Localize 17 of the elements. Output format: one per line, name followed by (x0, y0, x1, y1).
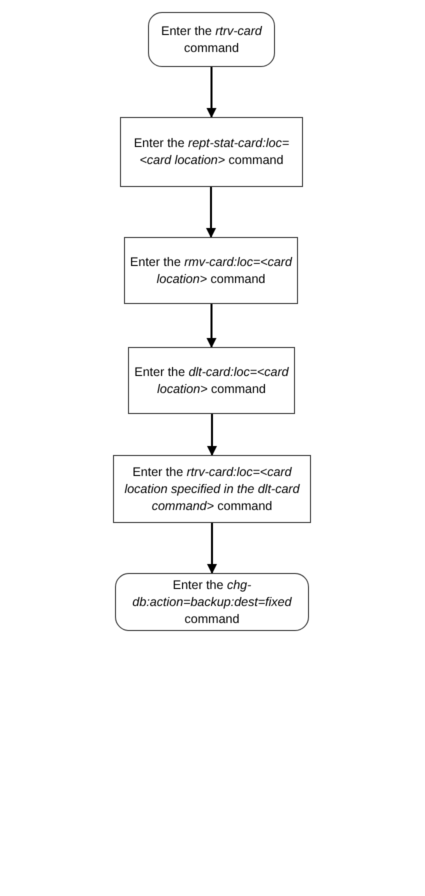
terminal-box (115, 573, 309, 631)
arrow (207, 523, 217, 574)
process-box (124, 237, 298, 304)
step-text: Enter the chg-db:action=backup:dest=fixed command (131, 576, 293, 628)
process-box (128, 347, 295, 414)
process-box (120, 117, 303, 187)
step-text: Enter the rtrv-card:loc=<card location specified in the dlt-card command> command (123, 464, 301, 514)
step-text: Enter the rmv-card:loc=<card location> command (129, 254, 293, 288)
terminal-box (148, 12, 275, 67)
arrow (206, 67, 216, 118)
step-text: Enter the rept-stat-card:loc=<card location> command (132, 135, 290, 169)
arrow (206, 304, 216, 348)
process-box (113, 455, 311, 523)
step-text: Enter the rtrv-card command (160, 22, 264, 56)
arrow (206, 187, 216, 238)
step-text: Enter the dlt-card:loc=<card location> command (133, 364, 290, 398)
arrow (207, 414, 217, 456)
